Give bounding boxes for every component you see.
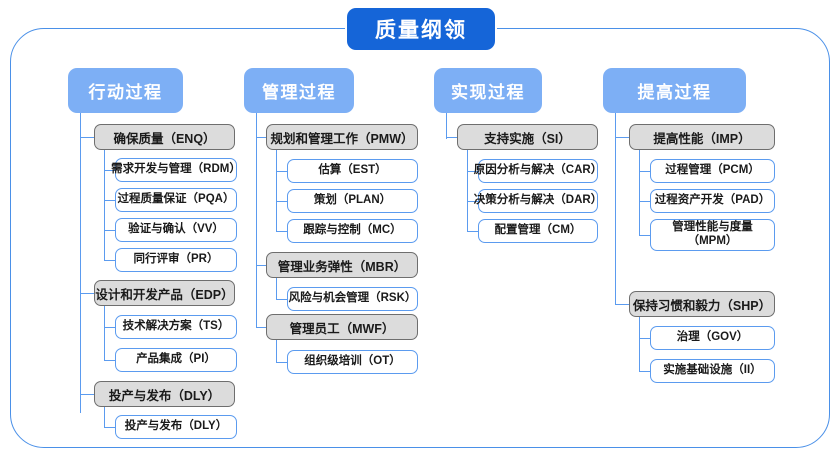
leaf-mc[interactable]: 跟踪与控制（MC） <box>287 219 418 243</box>
diagram-title: 质量纲领 <box>347 8 495 50</box>
leaf-dar[interactable]: 决策分析与解决（DAR） <box>474 189 602 213</box>
stub-rsk <box>276 299 287 301</box>
stub-pr <box>104 260 115 262</box>
group-enq[interactable]: 确保质量（ENQ） <box>94 124 235 150</box>
column-header-improvement[interactable]: 提高过程 <box>603 68 746 113</box>
branch-edp <box>104 306 106 361</box>
stub-est <box>276 171 287 173</box>
branch-dly <box>104 407 106 428</box>
branch-si <box>467 150 469 232</box>
branch-enq <box>104 150 106 260</box>
leaf-pcm[interactable]: 过程管理（PCM） <box>650 159 775 183</box>
leaf-ii[interactable]: 实施基础设施（II） <box>650 359 775 383</box>
group-si[interactable]: 支持实施（SI） <box>457 124 598 150</box>
group-pmw[interactable]: 规划和管理工作（PMW） <box>266 124 418 150</box>
column-header-realization[interactable]: 实现过程 <box>434 68 542 113</box>
leaf-mpm[interactable]: 管理性能与度量（MPM） <box>650 219 775 251</box>
stub-col2-g2 <box>256 265 266 267</box>
stub-rdm <box>104 170 115 172</box>
stub-pad <box>639 201 650 203</box>
column-header-action[interactable]: 行动过程 <box>68 68 183 113</box>
leaf-plan[interactable]: 策划（PLAN） <box>287 189 418 213</box>
stub-col1-g2 <box>80 293 94 295</box>
group-mwf[interactable]: 管理员工（MWF） <box>266 314 418 340</box>
branch-pmw <box>276 150 278 232</box>
stub-col2-g3 <box>256 327 266 329</box>
stub-ot <box>276 362 287 364</box>
leaf-ts[interactable]: 技术解决方案（TS） <box>115 315 237 339</box>
branch-mbr <box>276 278 278 300</box>
stub-pqa <box>104 200 115 202</box>
stub-col1-g3 <box>80 394 94 396</box>
stub-dly-leaf <box>104 427 115 429</box>
leaf-est[interactable]: 估算（EST） <box>287 159 418 183</box>
stub-cm <box>467 231 478 233</box>
leaf-vv[interactable]: 验证与确认（VV） <box>115 218 237 242</box>
leaf-pqa[interactable]: 过程质量保证（PQA） <box>115 188 237 212</box>
group-imp[interactable]: 提高性能（IMP） <box>629 124 775 150</box>
leaf-rdm[interactable]: 需求开发与管理（RDM） <box>111 158 241 182</box>
leaf-rsk[interactable]: 风险与机会管理（RSK） <box>287 287 418 311</box>
leaf-gov[interactable]: 治理（GOV） <box>650 326 775 350</box>
trunk-col4 <box>615 113 617 305</box>
stub-col4-g1 <box>615 137 629 139</box>
stub-col4-g2 <box>615 304 629 306</box>
group-mbr[interactable]: 管理业务弹性（MBR） <box>266 252 418 278</box>
group-shp[interactable]: 保持习惯和毅力（SHP） <box>629 291 775 317</box>
stub-ts <box>104 327 115 329</box>
trunk-col3 <box>446 113 448 139</box>
branch-shp <box>639 317 641 372</box>
stub-col3-g1 <box>446 137 457 139</box>
stub-dar <box>467 201 478 203</box>
branch-imp <box>639 150 641 236</box>
stub-ii <box>639 371 650 373</box>
branch-mwf <box>276 340 278 363</box>
stub-pi <box>104 360 115 362</box>
stub-gov <box>639 338 650 340</box>
trunk-col2 <box>256 113 258 328</box>
stub-col1-g1 <box>80 137 94 139</box>
leaf-dly[interactable]: 投产与发布（DLY） <box>115 415 237 439</box>
leaf-cm[interactable]: 配置管理（CM） <box>478 219 598 243</box>
stub-col2-g1 <box>256 137 266 139</box>
group-edp[interactable]: 设计和开发产品（EDP） <box>94 280 235 306</box>
stub-pcm <box>639 171 650 173</box>
stub-car <box>467 171 478 173</box>
stub-mpm <box>639 235 650 237</box>
trunk-col1 <box>80 113 82 413</box>
leaf-pad[interactable]: 过程资产开发（PAD） <box>650 189 775 213</box>
leaf-car[interactable]: 原因分析与解决（CAR） <box>474 159 602 183</box>
stub-plan <box>276 201 287 203</box>
column-header-management[interactable]: 管理过程 <box>244 68 354 113</box>
stub-mc <box>276 231 287 233</box>
stub-vv <box>104 230 115 232</box>
leaf-pi[interactable]: 产品集成（PI） <box>115 348 237 372</box>
leaf-ot[interactable]: 组织级培训（OT） <box>287 350 418 374</box>
group-dly[interactable]: 投产与发布（DLY） <box>94 381 235 407</box>
leaf-pr[interactable]: 同行评审（PR） <box>115 248 237 272</box>
